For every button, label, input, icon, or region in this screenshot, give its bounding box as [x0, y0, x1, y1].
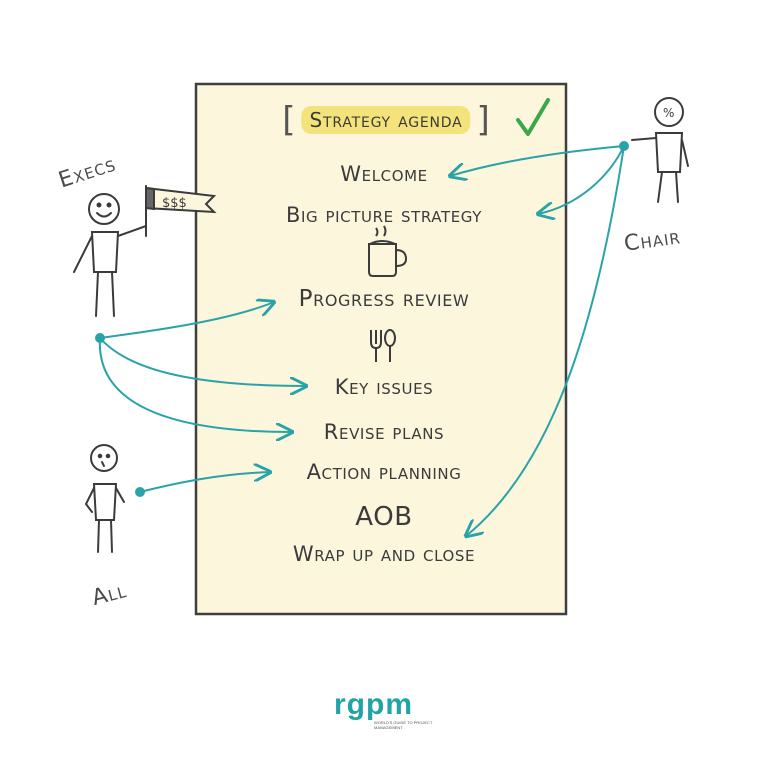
chair-dot [619, 141, 629, 151]
arrow-chair-aob [466, 145, 625, 536]
logo-word: rgpm [334, 688, 413, 721]
agenda-item-aob: AOB [355, 502, 413, 532]
chair-figure [631, 97, 689, 203]
right-bracket-icon: ] [476, 100, 490, 140]
execs-figure [73, 185, 217, 317]
arrow-execs-key-issues [99, 337, 306, 386]
arrow-execs-progress [99, 302, 274, 339]
agenda-item-key-issues: Key issues [334, 375, 434, 399]
arrow-all-action [139, 472, 270, 493]
chair-badge: % [663, 106, 674, 120]
agenda-paper [194, 82, 568, 616]
arrow-chair-welcome [450, 145, 625, 176]
check-icon [516, 98, 550, 136]
arrows [98, 145, 625, 536]
agenda-title: [ Strategy agenda ] [282, 103, 490, 137]
agenda-item-welcome: Welcome [340, 162, 428, 186]
execs-dot [95, 333, 105, 343]
agenda-item-wrap-up: Wrap up and close [292, 542, 476, 566]
agenda-title-text: Strategy agenda [301, 106, 471, 134]
all-figure [84, 444, 125, 553]
all-dot [135, 487, 145, 497]
flag-text: $$$ [162, 196, 187, 211]
agenda-item-revise: Revise plans [323, 420, 445, 444]
agenda-item-progress: Progress review [298, 286, 470, 312]
logo-tagline: WORLD'S GUIDE TO PROJECT MANAGEMENT [374, 720, 433, 730]
left-bracket-icon: [ [282, 100, 296, 140]
arrow-chair-strategy [538, 145, 625, 214]
rgpm-logo: rgpm WORLD'S GUIDE TO PROJECT MANAGEMENT [334, 688, 434, 731]
cutlery-icon [370, 329, 396, 362]
agenda-item-big-picture: Big picture strategy [285, 203, 483, 227]
arrow-execs-revise [98, 337, 292, 432]
agenda-item-action: Action planning [306, 460, 462, 484]
coffee-mug-icon [368, 225, 408, 277]
